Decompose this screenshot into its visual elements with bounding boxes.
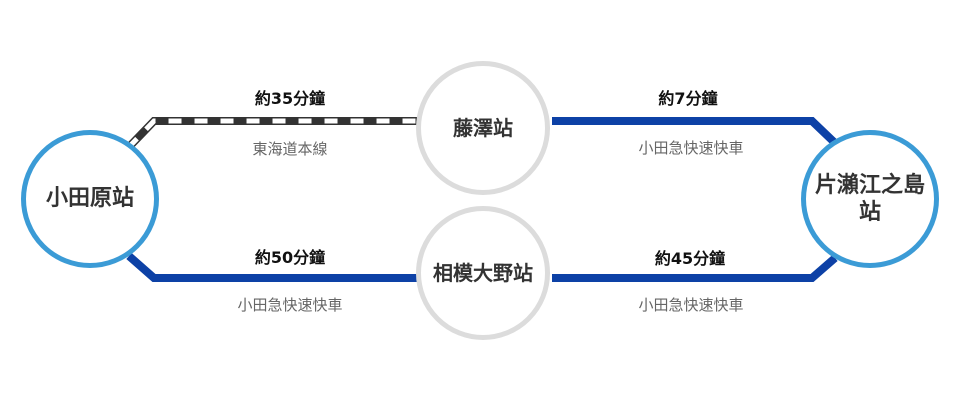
odakyu-line-odawara-sagamiono xyxy=(126,252,420,282)
station-odawara: 小田原站 xyxy=(21,130,159,268)
station-fujisawa: 藤澤站 xyxy=(416,61,550,195)
station-fujisawa-label: 藤澤站 xyxy=(453,115,513,140)
station-katase-enoshima: 片瀨江之島站 xyxy=(801,130,939,268)
time-odawara-fujisawa: 約35分鐘 xyxy=(254,89,326,108)
odakyu-line-fujisawa-katase xyxy=(552,117,838,146)
time-sagamiono-katase: 約45分鐘 xyxy=(654,249,726,268)
line-odawara-fujisawa: 東海道本線 xyxy=(252,140,328,158)
station-odawara-label: 小田原站 xyxy=(45,186,134,212)
line-sagamiono-katase: 小田急快速快車 xyxy=(638,296,744,314)
line-odawara-sagamiono: 小田急快速快車 xyxy=(237,296,343,314)
station-sagami-ono: 相模大野站 xyxy=(416,206,550,340)
time-fujisawa-katase: 約7分鐘 xyxy=(658,89,718,108)
station-katase-enoshima-label: 片瀨江之島站 xyxy=(814,172,925,226)
line-fujisawa-katase: 小田急快速快車 xyxy=(638,139,744,157)
odakyu-line-sagamiono-katase xyxy=(552,254,838,282)
station-sagami-ono-label: 相模大野站 xyxy=(433,260,533,285)
time-odawara-sagamiono: 約50分鐘 xyxy=(254,248,326,267)
tokaido-line-dashes xyxy=(126,118,420,150)
